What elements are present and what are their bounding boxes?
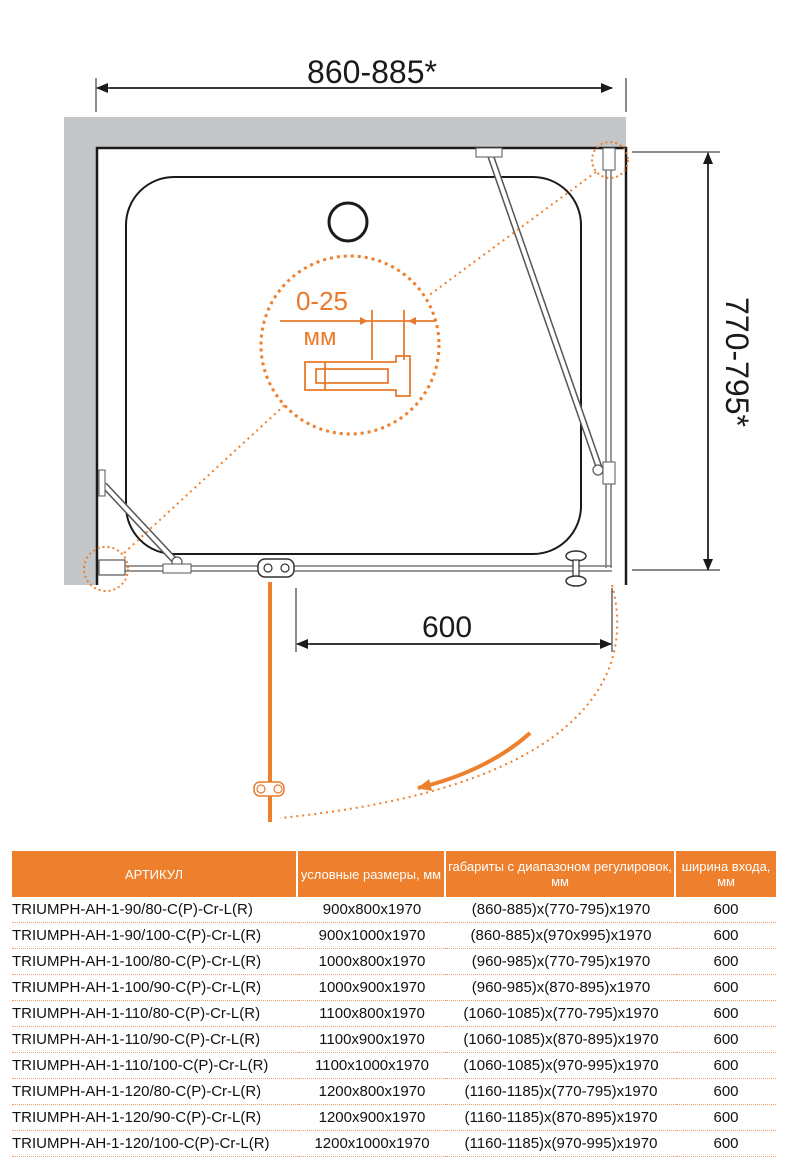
cell-nominal-size: 900x1000x1970 — [298, 923, 446, 949]
stabilizer-bar-right — [475, 147, 604, 476]
cell-article: TRIUMPH-AH-1-120/100-C(P)-Cr-L(R) — [12, 1131, 298, 1157]
specification-table: АРТИКУЛ условные размеры, мм габариты с … — [12, 851, 776, 1157]
stabilizer-bar-left — [98, 469, 183, 568]
table-row: TRIUMPH-AH-1-100/80-C(P)-Cr-L(R) 1000x80… — [12, 949, 776, 975]
cell-entry-width: 600 — [676, 1105, 776, 1131]
header-overall-range: габариты с диапазоном регулировок, мм — [446, 851, 676, 897]
fixed-side-panel — [602, 147, 616, 568]
cell-overall-range: (1160-1185)x(770-795)x1970 — [446, 1079, 676, 1105]
cell-entry-width: 600 — [676, 1027, 776, 1053]
table-header-row: АРТИКУЛ условные размеры, мм габариты с … — [12, 851, 776, 897]
door-swing-arc — [279, 584, 619, 819]
table-row: TRIUMPH-AH-1-90/100-C(P)-Cr-L(R) 900x100… — [12, 923, 776, 949]
door-width-dimension — [295, 588, 613, 652]
cell-overall-range: (1160-1185)x(970-995)x1970 — [446, 1131, 676, 1157]
cell-article: TRIUMPH-AH-1-120/80-C(P)-Cr-L(R) — [12, 1079, 298, 1105]
table-row: TRIUMPH-AH-1-110/100-C(P)-Cr-L(R) 1100x1… — [12, 1053, 776, 1079]
cell-nominal-size: 1000x900x1970 — [298, 975, 446, 1001]
detail-marker-bottom-left — [83, 546, 129, 592]
enclosure-outline — [95, 146, 628, 585]
door-handle-icon — [257, 558, 295, 578]
header-article: АРТИКУЛ — [12, 851, 298, 897]
drain-icon — [327, 201, 369, 243]
cell-entry-width: 600 — [676, 975, 776, 1001]
front-fixed-panel — [98, 559, 612, 576]
cell-overall-range: (1060-1085)x(970-995)x1970 — [446, 1053, 676, 1079]
cell-overall-range: (860-885)x(970x995)x1970 — [446, 923, 676, 949]
cell-article: TRIUMPH-AH-1-100/80-C(P)-Cr-L(R) — [12, 949, 298, 975]
cell-article: TRIUMPH-AH-1-110/80-C(P)-Cr-L(R) — [12, 1001, 298, 1027]
door-open-position — [253, 582, 285, 822]
cell-nominal-size: 1100x1000x1970 — [298, 1053, 446, 1079]
cell-nominal-size: 1200x1000x1970 — [298, 1131, 446, 1157]
table-row: TRIUMPH-AH-1-120/80-C(P)-Cr-L(R) 1200x80… — [12, 1079, 776, 1105]
callout-leader-bottom — [123, 401, 289, 554]
table-row: TRIUMPH-AH-1-110/90-C(P)-Cr-L(R) 1100x90… — [12, 1027, 776, 1053]
table-row: TRIUMPH-AH-1-120/90-C(P)-Cr-L(R) 1200x90… — [12, 1105, 776, 1131]
cell-overall-range: (960-985)x(870-895)x1970 — [446, 975, 676, 1001]
door-knob-icon — [565, 550, 587, 587]
callout-leader-top — [427, 171, 597, 297]
width-label: 860-885* — [307, 54, 437, 90]
door-width-label: 600 — [422, 611, 472, 644]
table-row: TRIUMPH-AH-1-100/90-C(P)-Cr-L(R) 1000x90… — [12, 975, 776, 1001]
wall-shading — [64, 117, 626, 585]
cell-article: TRIUMPH-AH-1-120/90-C(P)-Cr-L(R) — [12, 1105, 298, 1131]
shower-tray — [125, 176, 582, 555]
cell-overall-range: (860-885)x(770-795)x1970 — [446, 897, 676, 923]
detail-callout — [259, 254, 441, 436]
cell-entry-width: 600 — [676, 897, 776, 923]
cell-overall-range: (960-985)x(770-795)x1970 — [446, 949, 676, 975]
cell-overall-range: (1160-1185)x(870-895)x1970 — [446, 1105, 676, 1131]
cell-article: TRIUMPH-AH-1-110/90-C(P)-Cr-L(R) — [12, 1027, 298, 1053]
detail-marker-top-right — [591, 141, 629, 179]
header-nominal-size: условные размеры, мм — [298, 851, 446, 897]
table-row: TRIUMPH-AH-1-120/100-C(P)-Cr-L(R) 1200x1… — [12, 1131, 776, 1157]
cell-article: TRIUMPH-AH-1-110/100-C(P)-Cr-L(R) — [12, 1053, 298, 1079]
profile-detail-icon — [280, 310, 436, 397]
cell-nominal-size: 900x800x1970 — [298, 897, 446, 923]
cell-entry-width: 600 — [676, 1079, 776, 1105]
cell-entry-width: 600 — [676, 1053, 776, 1079]
depth-dimension — [632, 151, 720, 571]
cell-nominal-size: 1000x800x1970 — [298, 949, 446, 975]
table-row: TRIUMPH-AH-1-90/80-C(P)-Cr-L(R) 900x800x… — [12, 897, 776, 923]
door-swing-arrow — [417, 731, 532, 791]
cell-entry-width: 600 — [676, 1001, 776, 1027]
width-dimension — [95, 78, 627, 112]
cell-article: TRIUMPH-AH-1-100/90-C(P)-Cr-L(R) — [12, 975, 298, 1001]
adjust-range-label: 0-25 — [296, 286, 348, 316]
depth-label: 770-795* — [719, 297, 755, 427]
shower-plan-diagram: 860-885* 770-795* 600 0-25 мм — [64, 54, 755, 822]
header-entry-width: ширина входа, мм — [676, 851, 776, 897]
cell-entry-width: 600 — [676, 949, 776, 975]
cell-article: TRIUMPH-AH-1-90/80-C(P)-Cr-L(R) — [12, 897, 298, 923]
cell-overall-range: (1060-1085)x(870-895)x1970 — [446, 1027, 676, 1053]
cell-nominal-size: 1100x900x1970 — [298, 1027, 446, 1053]
cell-entry-width: 600 — [676, 923, 776, 949]
adjust-unit-label: мм — [304, 324, 337, 351]
table-row: TRIUMPH-AH-1-110/80-C(P)-Cr-L(R) 1100x80… — [12, 1001, 776, 1027]
cell-nominal-size: 1200x800x1970 — [298, 1079, 446, 1105]
cell-nominal-size: 1100x800x1970 — [298, 1001, 446, 1027]
cell-article: TRIUMPH-AH-1-90/100-C(P)-Cr-L(R) — [12, 923, 298, 949]
cell-nominal-size: 1200x900x1970 — [298, 1105, 446, 1131]
cell-overall-range: (1060-1085)x(770-795)x1970 — [446, 1001, 676, 1027]
cell-entry-width: 600 — [676, 1131, 776, 1157]
